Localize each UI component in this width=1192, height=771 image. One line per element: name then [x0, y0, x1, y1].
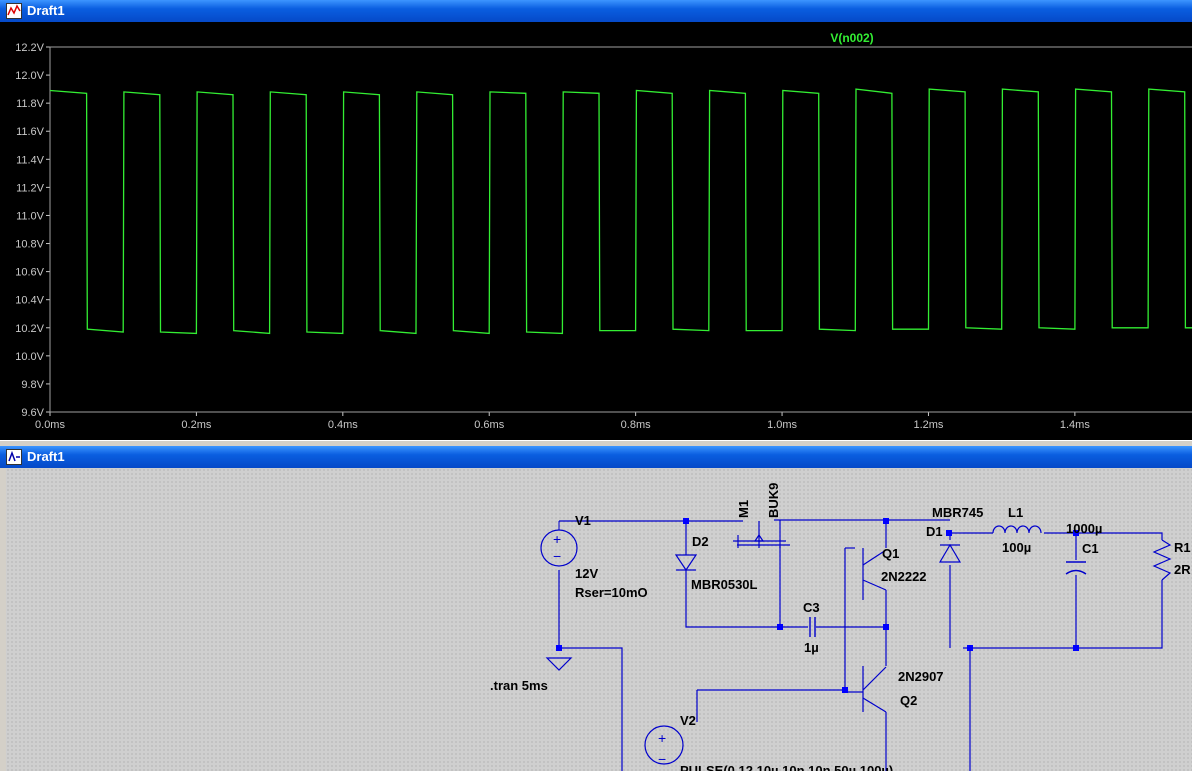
- y-tick-label: 12.2V: [15, 42, 44, 54]
- x-tick-label: 0.6ms: [474, 419, 504, 431]
- y-tick-label: 10.2V: [15, 323, 44, 335]
- v1-value[interactable]: 12V: [575, 566, 598, 581]
- window-separator: [0, 440, 1192, 447]
- x-tick-label: 0.0ms: [35, 419, 65, 431]
- c3-name[interactable]: C3: [803, 600, 820, 615]
- schematic-app-icon: [6, 449, 22, 465]
- c3-value[interactable]: 1µ: [804, 640, 819, 655]
- y-tick-label: 10.4V: [15, 295, 44, 307]
- waveform-app-icon: [6, 3, 22, 19]
- v2-name[interactable]: V2: [680, 713, 696, 728]
- svg-text:+: +: [553, 531, 561, 547]
- x-tick-label: 0.2ms: [181, 419, 211, 431]
- r1-value[interactable]: 2R: [1174, 562, 1191, 577]
- r1-name[interactable]: R1: [1174, 540, 1191, 555]
- y-tick-label: 12.0V: [15, 70, 44, 82]
- wires: [558, 519, 1163, 771]
- q2-transistor[interactable]: [869, 689, 871, 691]
- l1-name[interactable]: L1: [1008, 505, 1023, 520]
- schematic-window-title: Draft1: [27, 449, 65, 464]
- d1-name[interactable]: D1: [926, 524, 943, 539]
- q2-name[interactable]: Q2: [900, 693, 917, 708]
- y-tick-label: 11.0V: [16, 210, 45, 222]
- v1-voltage-source[interactable]: + −: [540, 521, 578, 567]
- c1-name[interactable]: C1: [1082, 541, 1099, 556]
- q1-model[interactable]: 2N2222: [881, 569, 927, 584]
- waveform-plot-pane[interactable]: 12.2V 12.0V 11.8V 11.6V 11.4V 11.2V 11.0V 10.8V…: [0, 22, 1192, 440]
- svg-text:−: −: [553, 548, 561, 564]
- d1-diode[interactable]: [938, 543, 962, 563]
- x-tick-label: 1.0ms: [767, 419, 797, 431]
- r1-resistor[interactable]: [1152, 539, 1172, 581]
- y-tick-label: 11.2V: [16, 182, 45, 194]
- waveform-window[interactable]: Draft1 12.2V 12.0V 11.8V 11.6V 11.4V 11.2V 11.…: [0, 0, 1192, 440]
- q1-name[interactable]: Q1: [882, 546, 899, 561]
- m1-name[interactable]: M1: [736, 500, 751, 518]
- x-tick-label: 1.2ms: [913, 419, 943, 431]
- tran-directive[interactable]: .tran 5ms: [490, 678, 548, 693]
- d2-model[interactable]: MBR0530L: [691, 577, 758, 592]
- l1-value[interactable]: 100µ: [1002, 540, 1031, 555]
- schematic-window[interactable]: Draft1: [0, 446, 1192, 771]
- m1-model[interactable]: BUK9: [766, 483, 781, 518]
- x-axis: 0.0ms 0.2ms 0.4ms 0.6ms 0.8ms 1.0ms 1.2ms 1.4ms: [35, 412, 1090, 431]
- junction-dots: [556, 518, 1079, 693]
- y-axis: 12.2V 12.0V 11.8V 11.6V 11.4V 11.2V 11.0V 10.8V…: [15, 42, 50, 419]
- y-tick-label: 11.8V: [16, 98, 45, 110]
- x-tick-label: 1.4ms: [1060, 419, 1090, 431]
- ground-symbol: [545, 657, 573, 671]
- l1-inductor[interactable]: [963, 525, 1042, 534]
- v1-rser[interactable]: Rser=10mO: [575, 585, 648, 600]
- y-tick-label: 9.6V: [21, 407, 44, 419]
- y-tick-label: 10.6V: [15, 267, 44, 279]
- plot-frame: [49, 46, 1192, 413]
- c3-capacitor[interactable]: [809, 617, 816, 637]
- y-tick-label: 10.8V: [15, 239, 44, 251]
- svg-text:+: +: [658, 730, 666, 746]
- waveform-titlebar[interactable]: Draft1: [0, 0, 1192, 22]
- q2-model[interactable]: 2N2907: [898, 669, 944, 684]
- m1-mosfet[interactable]: [733, 533, 790, 546]
- waveform-window-title: Draft1: [27, 3, 65, 18]
- schematic-canvas[interactable]: + − V1 12V Rser=10mO .tran 5ms D2 MBR053…: [6, 468, 1192, 771]
- svg-text:−: −: [658, 751, 666, 767]
- v2-value[interactable]: PULSE(0 12 10µ 10n 10n 50µ 100µ): [680, 763, 893, 771]
- c1-value[interactable]: 1000µ: [1066, 521, 1102, 536]
- schematic-titlebar[interactable]: Draft1: [0, 446, 1192, 468]
- d2-name[interactable]: D2: [692, 534, 709, 549]
- y-tick-label: 11.6V: [16, 126, 45, 138]
- v1-name[interactable]: V1: [575, 513, 591, 528]
- trace-label[interactable]: V(n002): [830, 31, 873, 45]
- q1-transistor[interactable]: [869, 572, 871, 574]
- v2-voltage-source[interactable]: + −: [644, 725, 684, 767]
- c1-capacitor[interactable]: [1065, 561, 1087, 575]
- trace-v-n002[interactable]: [49, 88, 1192, 335]
- waveform-plot[interactable]: 12.2V 12.0V 11.8V 11.6V 11.4V 11.2V 11.0V 10.8V…: [0, 22, 1192, 440]
- x-tick-label: 0.8ms: [621, 419, 651, 431]
- d1-model[interactable]: MBR745: [932, 505, 983, 520]
- x-tick-label: 0.4ms: [328, 419, 358, 431]
- y-tick-label: 9.8V: [21, 379, 44, 391]
- y-tick-label: 10.0V: [15, 351, 44, 363]
- y-tick-label: 11.4V: [16, 154, 45, 166]
- d2-diode[interactable]: [674, 554, 698, 572]
